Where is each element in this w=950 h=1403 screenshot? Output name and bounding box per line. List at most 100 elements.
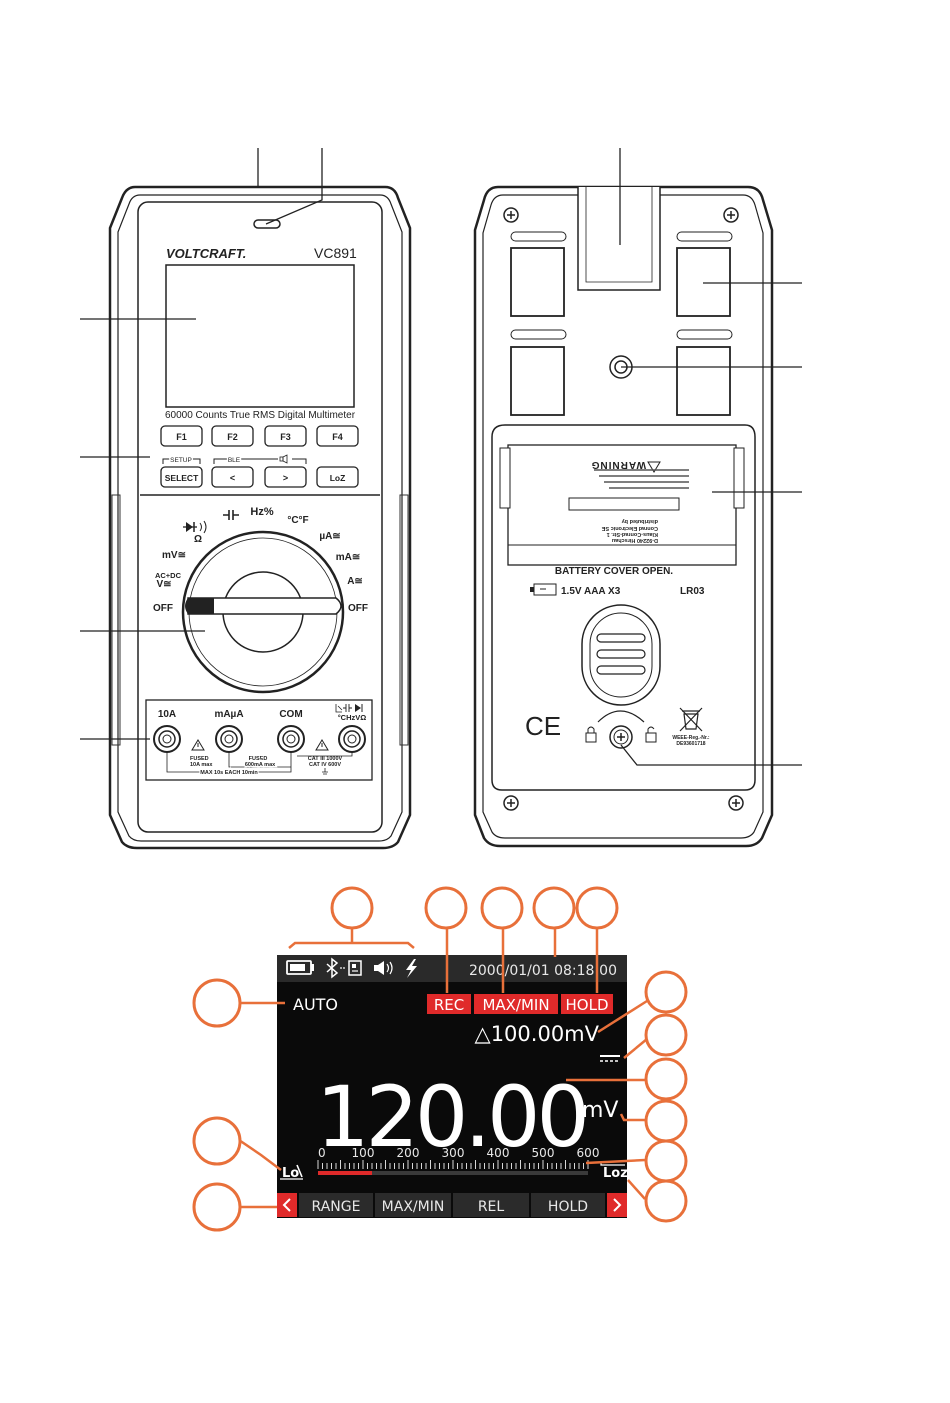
dial-ua-label: µA≅ xyxy=(319,531,340,542)
lcd-loz-label: Loz xyxy=(603,1166,628,1181)
tilt-stand xyxy=(577,187,661,291)
front-model: VC891 xyxy=(314,245,357,261)
rotary-switch[interactable] xyxy=(181,530,345,694)
jack-symbol-icons xyxy=(335,704,363,713)
front-subtitle: 60000 Counts True RMS Digital Multimeter xyxy=(165,410,356,421)
hold-tag xyxy=(561,994,613,1014)
setup-group-label: SETUP xyxy=(170,457,192,464)
back-distributor-line-3: Klaus-Conrad-Str. 1 xyxy=(607,531,658,537)
front-lcd-window xyxy=(165,264,355,408)
lo-slash-icon xyxy=(296,1164,303,1178)
loz-key[interactable] xyxy=(316,466,359,488)
dial-ohm-label: Ω xyxy=(194,534,202,545)
jack-10a[interactable] xyxy=(153,725,181,753)
lcd-status-bar xyxy=(277,955,627,982)
rubber-foot-top-left xyxy=(510,247,565,317)
unlock-icon xyxy=(645,726,657,743)
weee-bin-icon xyxy=(679,707,703,732)
lcd-unit: mV xyxy=(582,1098,618,1123)
f2-label: F2 xyxy=(227,432,238,442)
f4-key[interactable] xyxy=(316,425,359,447)
jack-com[interactable] xyxy=(277,725,305,753)
battery-type-label: LR03 xyxy=(680,586,705,597)
select-key-label: SELECT xyxy=(165,473,199,483)
rubber-foot-top-right xyxy=(676,247,731,317)
battery-level-icon xyxy=(286,960,314,975)
speaker-icon xyxy=(374,961,393,975)
f1-key[interactable] xyxy=(160,425,203,447)
bar-tick-label: 0 xyxy=(318,1146,326,1160)
jack-note-duration: MAX 10s EACH 10min xyxy=(200,770,258,776)
bar-fill xyxy=(318,1171,372,1175)
back-distributor-line-1: distributed by xyxy=(621,518,658,524)
back-distributor-line-2: Conrad Electronic SE xyxy=(601,525,658,531)
screw-icon-bottom-right xyxy=(728,795,744,811)
dial-acdc-label: AC+DC xyxy=(155,571,182,580)
dial-mv-label: mV≅ xyxy=(162,550,186,561)
battery-cover-label: BATTERY COVER OPEN. xyxy=(555,566,673,577)
beep-icon xyxy=(278,454,292,464)
softkey-maxmin[interactable] xyxy=(375,1193,451,1217)
dc-symbol-icon xyxy=(600,1055,620,1062)
bar-tick-label: 300 xyxy=(442,1146,465,1160)
front-brand: VOLTCRAFT. xyxy=(166,246,246,261)
jack-v-label: °CHzVΩ xyxy=(338,713,367,722)
f3-key[interactable] xyxy=(264,425,307,447)
lightning-icon xyxy=(406,959,417,978)
front-view: VOLTCRAFT. VC891 60000 Counts True RMS D… xyxy=(108,185,412,850)
jack-note-10a-max: 10A max xyxy=(190,762,213,768)
jack-v[interactable] xyxy=(338,725,366,753)
bar-tick-label: 600 xyxy=(577,1146,600,1160)
bar-ticks xyxy=(317,1160,589,1169)
back-distributor-line-4: D-92240 Hirschau xyxy=(612,537,658,543)
front-callouts xyxy=(80,148,323,740)
maxmin-tag xyxy=(474,994,558,1014)
bar-track xyxy=(318,1171,588,1175)
f4-label: F4 xyxy=(332,432,343,442)
bar-tick-label: 400 xyxy=(487,1146,510,1160)
screw-icon-bottom-left xyxy=(503,795,519,811)
jack-com-label: COM xyxy=(279,709,302,720)
chevron-left-icon xyxy=(282,1198,291,1212)
back-view: WARNING distributed by Conrad Electronic… xyxy=(473,185,774,848)
loz-key-label: LoZ xyxy=(330,473,346,483)
ble-group-label: BLE xyxy=(228,457,241,464)
softkey-range[interactable] xyxy=(299,1193,373,1217)
function-keys: F1 F2 F3 F4 xyxy=(160,425,359,447)
dial-pointer xyxy=(185,598,214,614)
screw-icon-top-left xyxy=(503,207,519,223)
softkey-right-arrow[interactable] xyxy=(607,1193,627,1217)
battery-icon xyxy=(530,583,557,596)
diode-icon xyxy=(183,520,207,534)
battery-door-grip[interactable] xyxy=(581,604,661,706)
select-key[interactable] xyxy=(160,466,203,488)
dial-off-left-label: OFF xyxy=(153,603,173,614)
dial-ma-label: mA≅ xyxy=(336,552,361,563)
warning-triangle-icon-left xyxy=(191,739,205,751)
dial-v-label: V≅ xyxy=(156,579,171,590)
softkey-rel[interactable] xyxy=(453,1193,529,1217)
chevron-right-icon xyxy=(613,1198,622,1212)
back-warning-title: WARNING xyxy=(591,459,646,470)
softkey-range-label: RANGE xyxy=(312,1199,361,1215)
jack-ma[interactable] xyxy=(215,725,243,753)
f3-label: F3 xyxy=(280,432,291,442)
softkey-hold[interactable] xyxy=(531,1193,605,1217)
bluetooth-icon xyxy=(326,957,345,979)
left-key-label: < xyxy=(230,473,235,483)
right-key[interactable] xyxy=(264,466,307,488)
f2-key[interactable] xyxy=(211,425,254,447)
jack-note-cat3: CAT III 1000V xyxy=(308,756,343,762)
battery-spec-label: 1.5V AAA X3 xyxy=(561,586,621,597)
maxmin-tag-label: MAX/MIN xyxy=(482,996,549,1014)
rec-tag xyxy=(427,994,471,1014)
callout-markers xyxy=(192,886,688,1232)
softkey-left-arrow[interactable] xyxy=(277,1193,297,1217)
lcd-display: 2000/01/01 08:18:00 AUTO REC MAX/MIN HOL… xyxy=(277,955,628,1218)
left-key[interactable] xyxy=(211,466,254,488)
jack-note-fused-left: FUSED xyxy=(190,756,209,762)
rec-tag-label: REC xyxy=(434,996,464,1014)
display-callouts xyxy=(238,925,648,1209)
jack-ma-label: mAµA xyxy=(214,709,243,720)
